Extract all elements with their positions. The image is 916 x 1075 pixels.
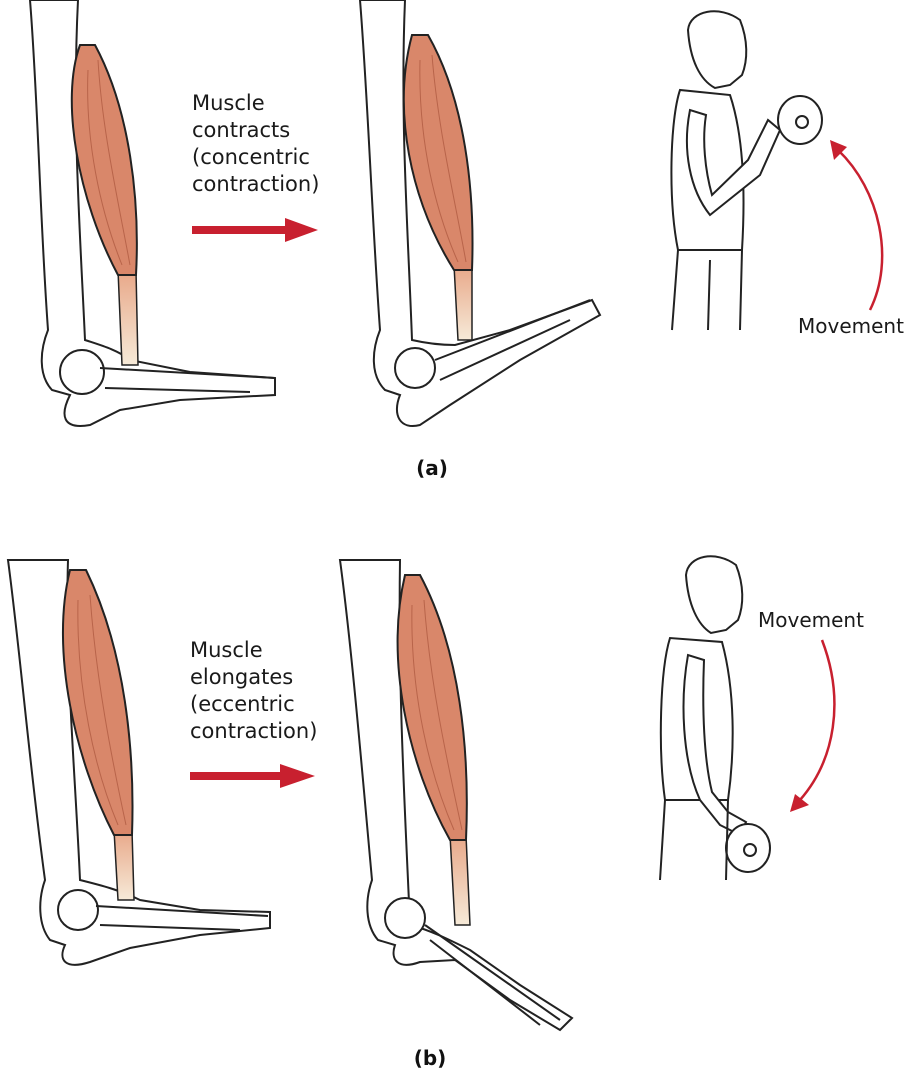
biceps-muscle-icon bbox=[396, 574, 471, 926]
panel-a-part-label: (a) bbox=[416, 456, 448, 480]
movement-arrow-a bbox=[837, 149, 884, 311]
movement-arrow-b bbox=[799, 639, 836, 801]
biceps-muscle-icon bbox=[70, 44, 139, 366]
panel-b-caption: Muscle elongates (eccentric contraction) bbox=[190, 638, 318, 743]
panel-b-part-label: (b) bbox=[413, 1046, 447, 1070]
panel-b-eccentric: Muscle elongates (eccentric contraction)… bbox=[0, 530, 916, 1075]
panel-a-caption: Muscle contracts (concentric contraction… bbox=[192, 91, 320, 196]
person-dumbbell-icon bbox=[670, 10, 823, 331]
arm-bone-icon bbox=[358, 0, 602, 427]
person-dumbbell-icon bbox=[659, 555, 771, 881]
arm-bone-icon bbox=[6, 559, 271, 966]
arm-bone-icon bbox=[28, 0, 276, 427]
biceps-muscle-icon bbox=[402, 34, 474, 341]
biceps-muscle-icon bbox=[61, 569, 135, 901]
red-arrow-icon bbox=[192, 218, 318, 242]
panel-a-concentric: Muscle contracts (concentric contraction… bbox=[0, 0, 916, 500]
panel-a-movement-label: Movement bbox=[798, 314, 904, 338]
red-arrow-icon bbox=[190, 764, 315, 788]
panel-b-movement-label: Movement bbox=[758, 608, 864, 632]
arm-bone-icon bbox=[338, 559, 574, 1032]
